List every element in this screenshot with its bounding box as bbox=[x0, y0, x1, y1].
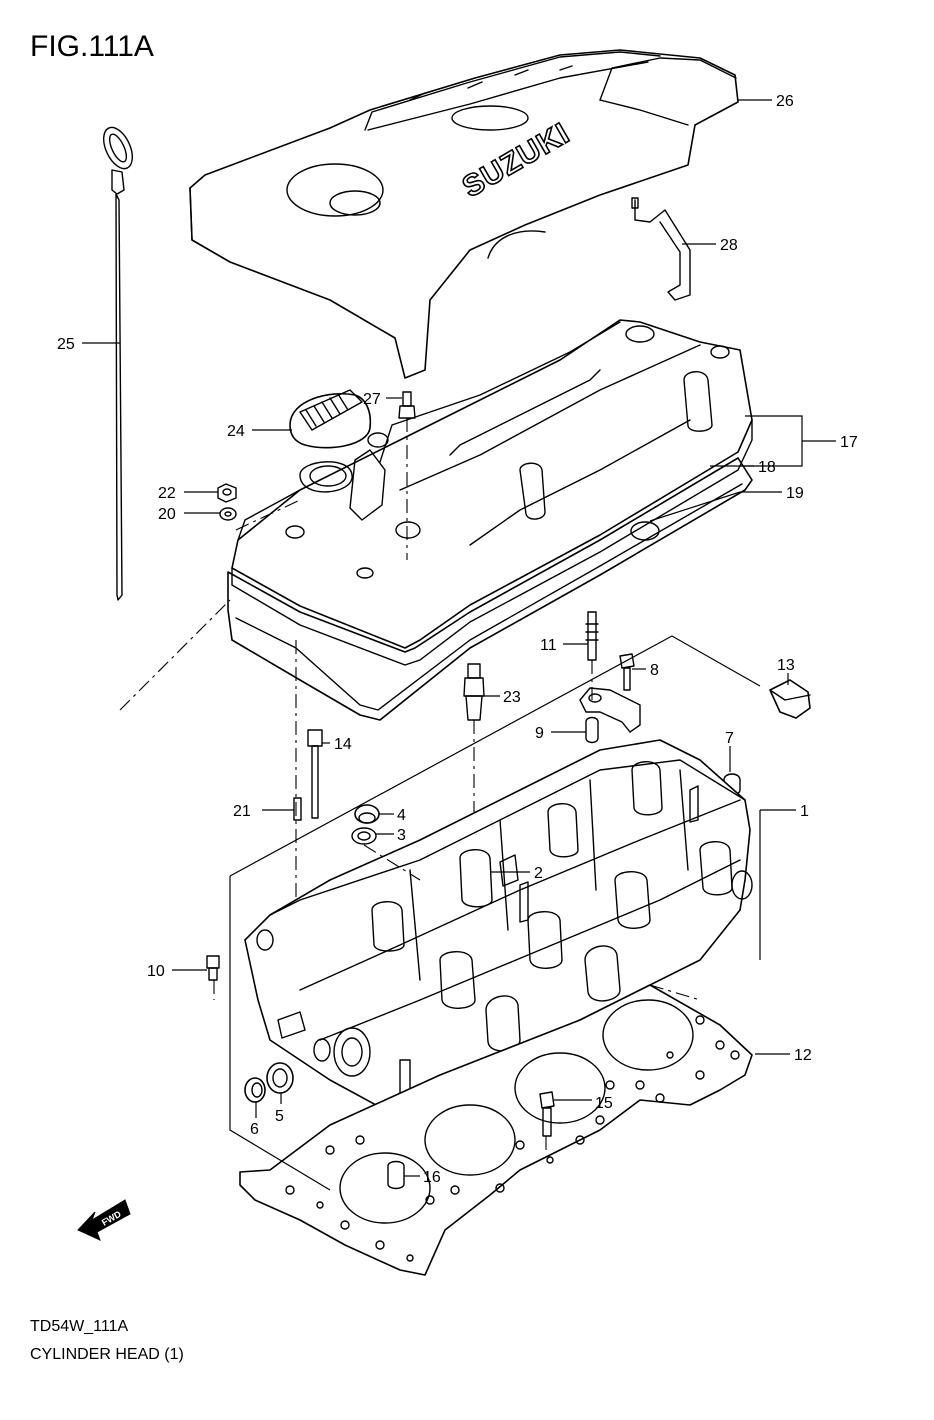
stud-bolt-11 bbox=[585, 611, 599, 661]
cylinder-head bbox=[244, 739, 753, 1121]
bolt-8 bbox=[619, 653, 635, 691]
callout-6: 6 bbox=[250, 1121, 259, 1138]
callout-12: 12 bbox=[794, 1047, 812, 1064]
callout-28: 28 bbox=[720, 237, 738, 254]
cylinder-head-cover bbox=[227, 319, 753, 721]
callout-21: 21 bbox=[233, 803, 251, 820]
callout-25: 25 bbox=[57, 336, 75, 353]
callout-1: 1 bbox=[800, 803, 809, 820]
callout-4: 4 bbox=[397, 807, 406, 824]
head-gasket bbox=[239, 984, 753, 1276]
callout-5: 5 bbox=[275, 1108, 284, 1125]
callout-26: 26 bbox=[776, 93, 794, 110]
callout-15: 15 bbox=[595, 1095, 613, 1112]
diagram-name: CYLINDER HEAD (1) bbox=[30, 1346, 184, 1363]
plug-6 bbox=[244, 1077, 266, 1103]
nut-and-washer bbox=[217, 483, 237, 521]
callout-7: 7 bbox=[725, 730, 734, 747]
dowel-pin-9 bbox=[585, 716, 599, 744]
callout-10: 10 bbox=[147, 963, 165, 980]
callout-9: 9 bbox=[535, 725, 544, 742]
callout-11: 11 bbox=[540, 637, 557, 654]
oil-dipstick bbox=[102, 126, 134, 601]
figure-title: FIG.111A bbox=[30, 30, 154, 63]
callout-3: 3 bbox=[397, 827, 406, 844]
stud-21 bbox=[293, 797, 302, 821]
bracket bbox=[631, 197, 691, 301]
callout-19: 19 bbox=[786, 485, 804, 502]
engine-cover bbox=[189, 49, 739, 379]
callout-27: 27 bbox=[363, 391, 381, 408]
half-moon-seal bbox=[769, 679, 811, 719]
bolt-15 bbox=[539, 1091, 555, 1137]
callout-23: 23 bbox=[503, 689, 521, 706]
dowel-16 bbox=[387, 1160, 405, 1190]
callout-20: 20 bbox=[158, 506, 176, 523]
callout-17: 17 bbox=[840, 434, 858, 451]
callout-18: 18 bbox=[758, 459, 776, 476]
callout-2: 2 bbox=[534, 865, 543, 882]
callout-13: 13 bbox=[777, 657, 795, 674]
callout-16: 16 bbox=[423, 1169, 441, 1186]
head-bolt bbox=[307, 729, 323, 819]
seal-5 bbox=[266, 1062, 294, 1094]
forward-arrow-icon bbox=[77, 1199, 131, 1241]
cap-4 bbox=[354, 804, 380, 824]
camshaft-cap bbox=[579, 687, 641, 733]
callout-24: 24 bbox=[227, 423, 245, 440]
cover-bolt bbox=[398, 391, 416, 560]
callout-8: 8 bbox=[650, 662, 659, 679]
temp-sensor bbox=[206, 955, 220, 981]
callout-22: 22 bbox=[158, 485, 176, 502]
seal-3 bbox=[351, 827, 377, 845]
callout-14: 14 bbox=[334, 736, 352, 753]
oil-filler-cap bbox=[289, 389, 372, 449]
diagram-code: TD54W_111A bbox=[30, 1318, 129, 1335]
